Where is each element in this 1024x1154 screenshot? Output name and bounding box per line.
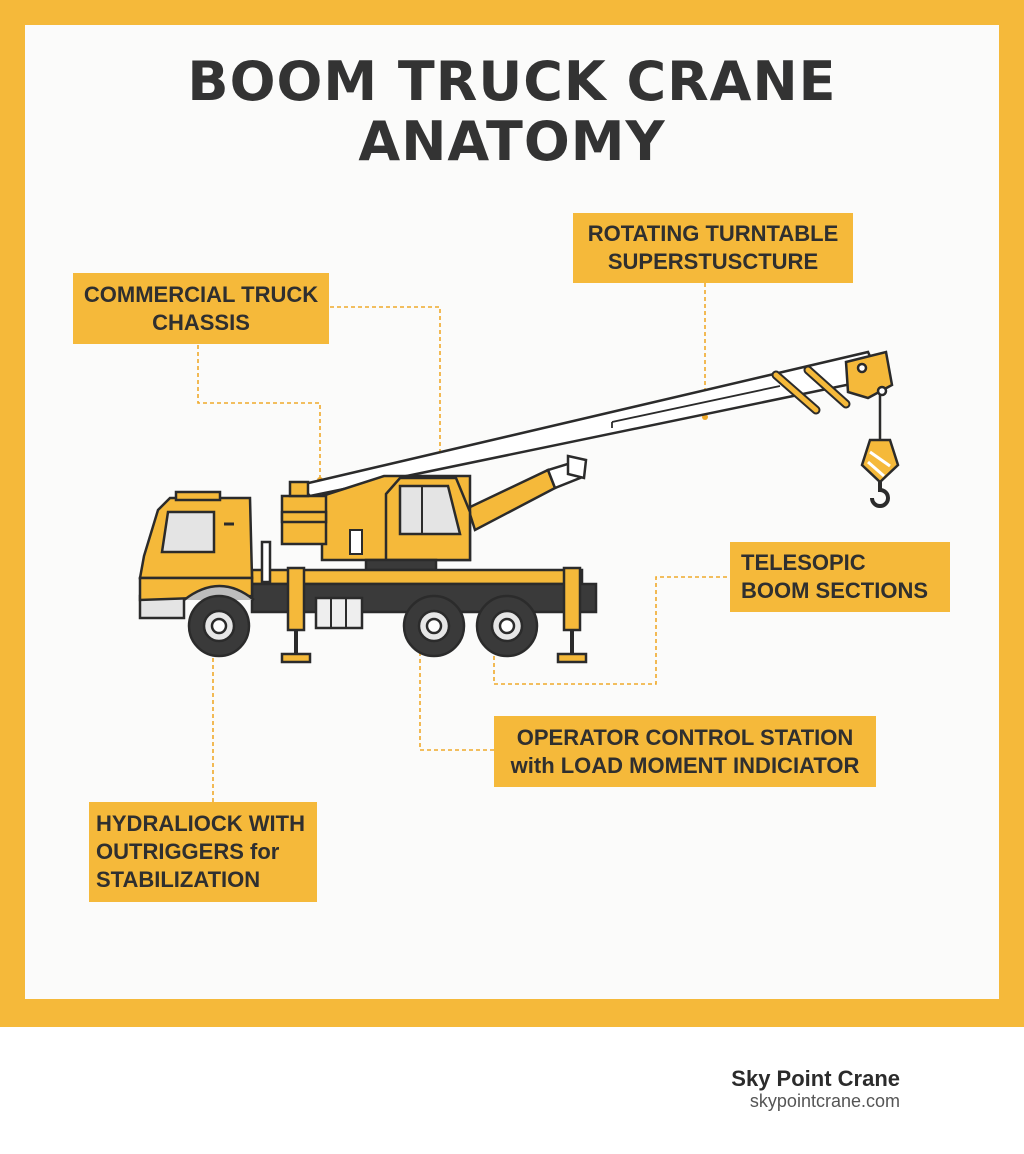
superstructure — [280, 474, 472, 572]
leader-operator — [419, 648, 494, 751]
wheel-front — [187, 594, 251, 658]
leader-boom — [493, 576, 727, 685]
label-commercial-truck-chassis: COMMERCIAL TRUCK CHASSIS — [73, 273, 329, 344]
label-line: BOOM SECTIONS — [741, 578, 929, 603]
label-line: ROTATING TURNTABLE — [587, 221, 839, 246]
footer-url: skypointcrane.com — [749, 1091, 900, 1111]
hook-block — [860, 438, 900, 508]
diagram-title: BOOM TRUCK CRANE ANATOMY — [0, 52, 1024, 172]
label-line: OPERATOR CONTROL STATION — [516, 725, 854, 750]
label-line: SUPERSTUSCTURE — [607, 249, 819, 274]
label-line: STABILIZATION — [96, 867, 261, 892]
truck-cab — [138, 490, 255, 620]
leader-chassis-b — [330, 306, 441, 452]
label-line: HYDRALIOCK WITH — [96, 811, 305, 836]
label-line: COMMERCIAL TRUCK — [83, 282, 319, 307]
label-line: OUTRIGGERS for — [96, 839, 280, 864]
label-telescopic-boom: TELESOPIC BOOM SECTIONS — [730, 542, 950, 612]
leader-chassis-a — [197, 345, 321, 478]
label-line: TELESOPIC — [741, 550, 866, 575]
wheel-rear — [475, 594, 539, 658]
footer-brand: Sky Point Crane — [731, 1066, 900, 1091]
telescopic-boom — [297, 350, 894, 498]
title-line-1: BOOM TRUCK CRANE — [187, 50, 837, 113]
label-rotating-turntable: ROTATING TURNTABLE SUPERSTUSCTURE — [573, 213, 853, 283]
outriggers — [280, 566, 588, 664]
label-hydraulic-outriggers: HYDRALIOCK WITH OUTRIGGERS for STABILIZA… — [89, 802, 317, 902]
leader-lines — [197, 283, 727, 802]
wheel-middle — [402, 594, 466, 658]
label-operator-control-station: OPERATOR CONTROL STATION with LOAD MOMEN… — [494, 716, 876, 787]
label-line: CHASSIS — [152, 310, 250, 335]
wheels — [187, 594, 539, 658]
crane-diagram — [138, 283, 900, 802]
lift-cylinder — [466, 454, 588, 532]
label-line: with LOAD MOMENT INDICIATOR — [510, 753, 860, 778]
title-line-2: ANATOMY — [358, 110, 666, 173]
